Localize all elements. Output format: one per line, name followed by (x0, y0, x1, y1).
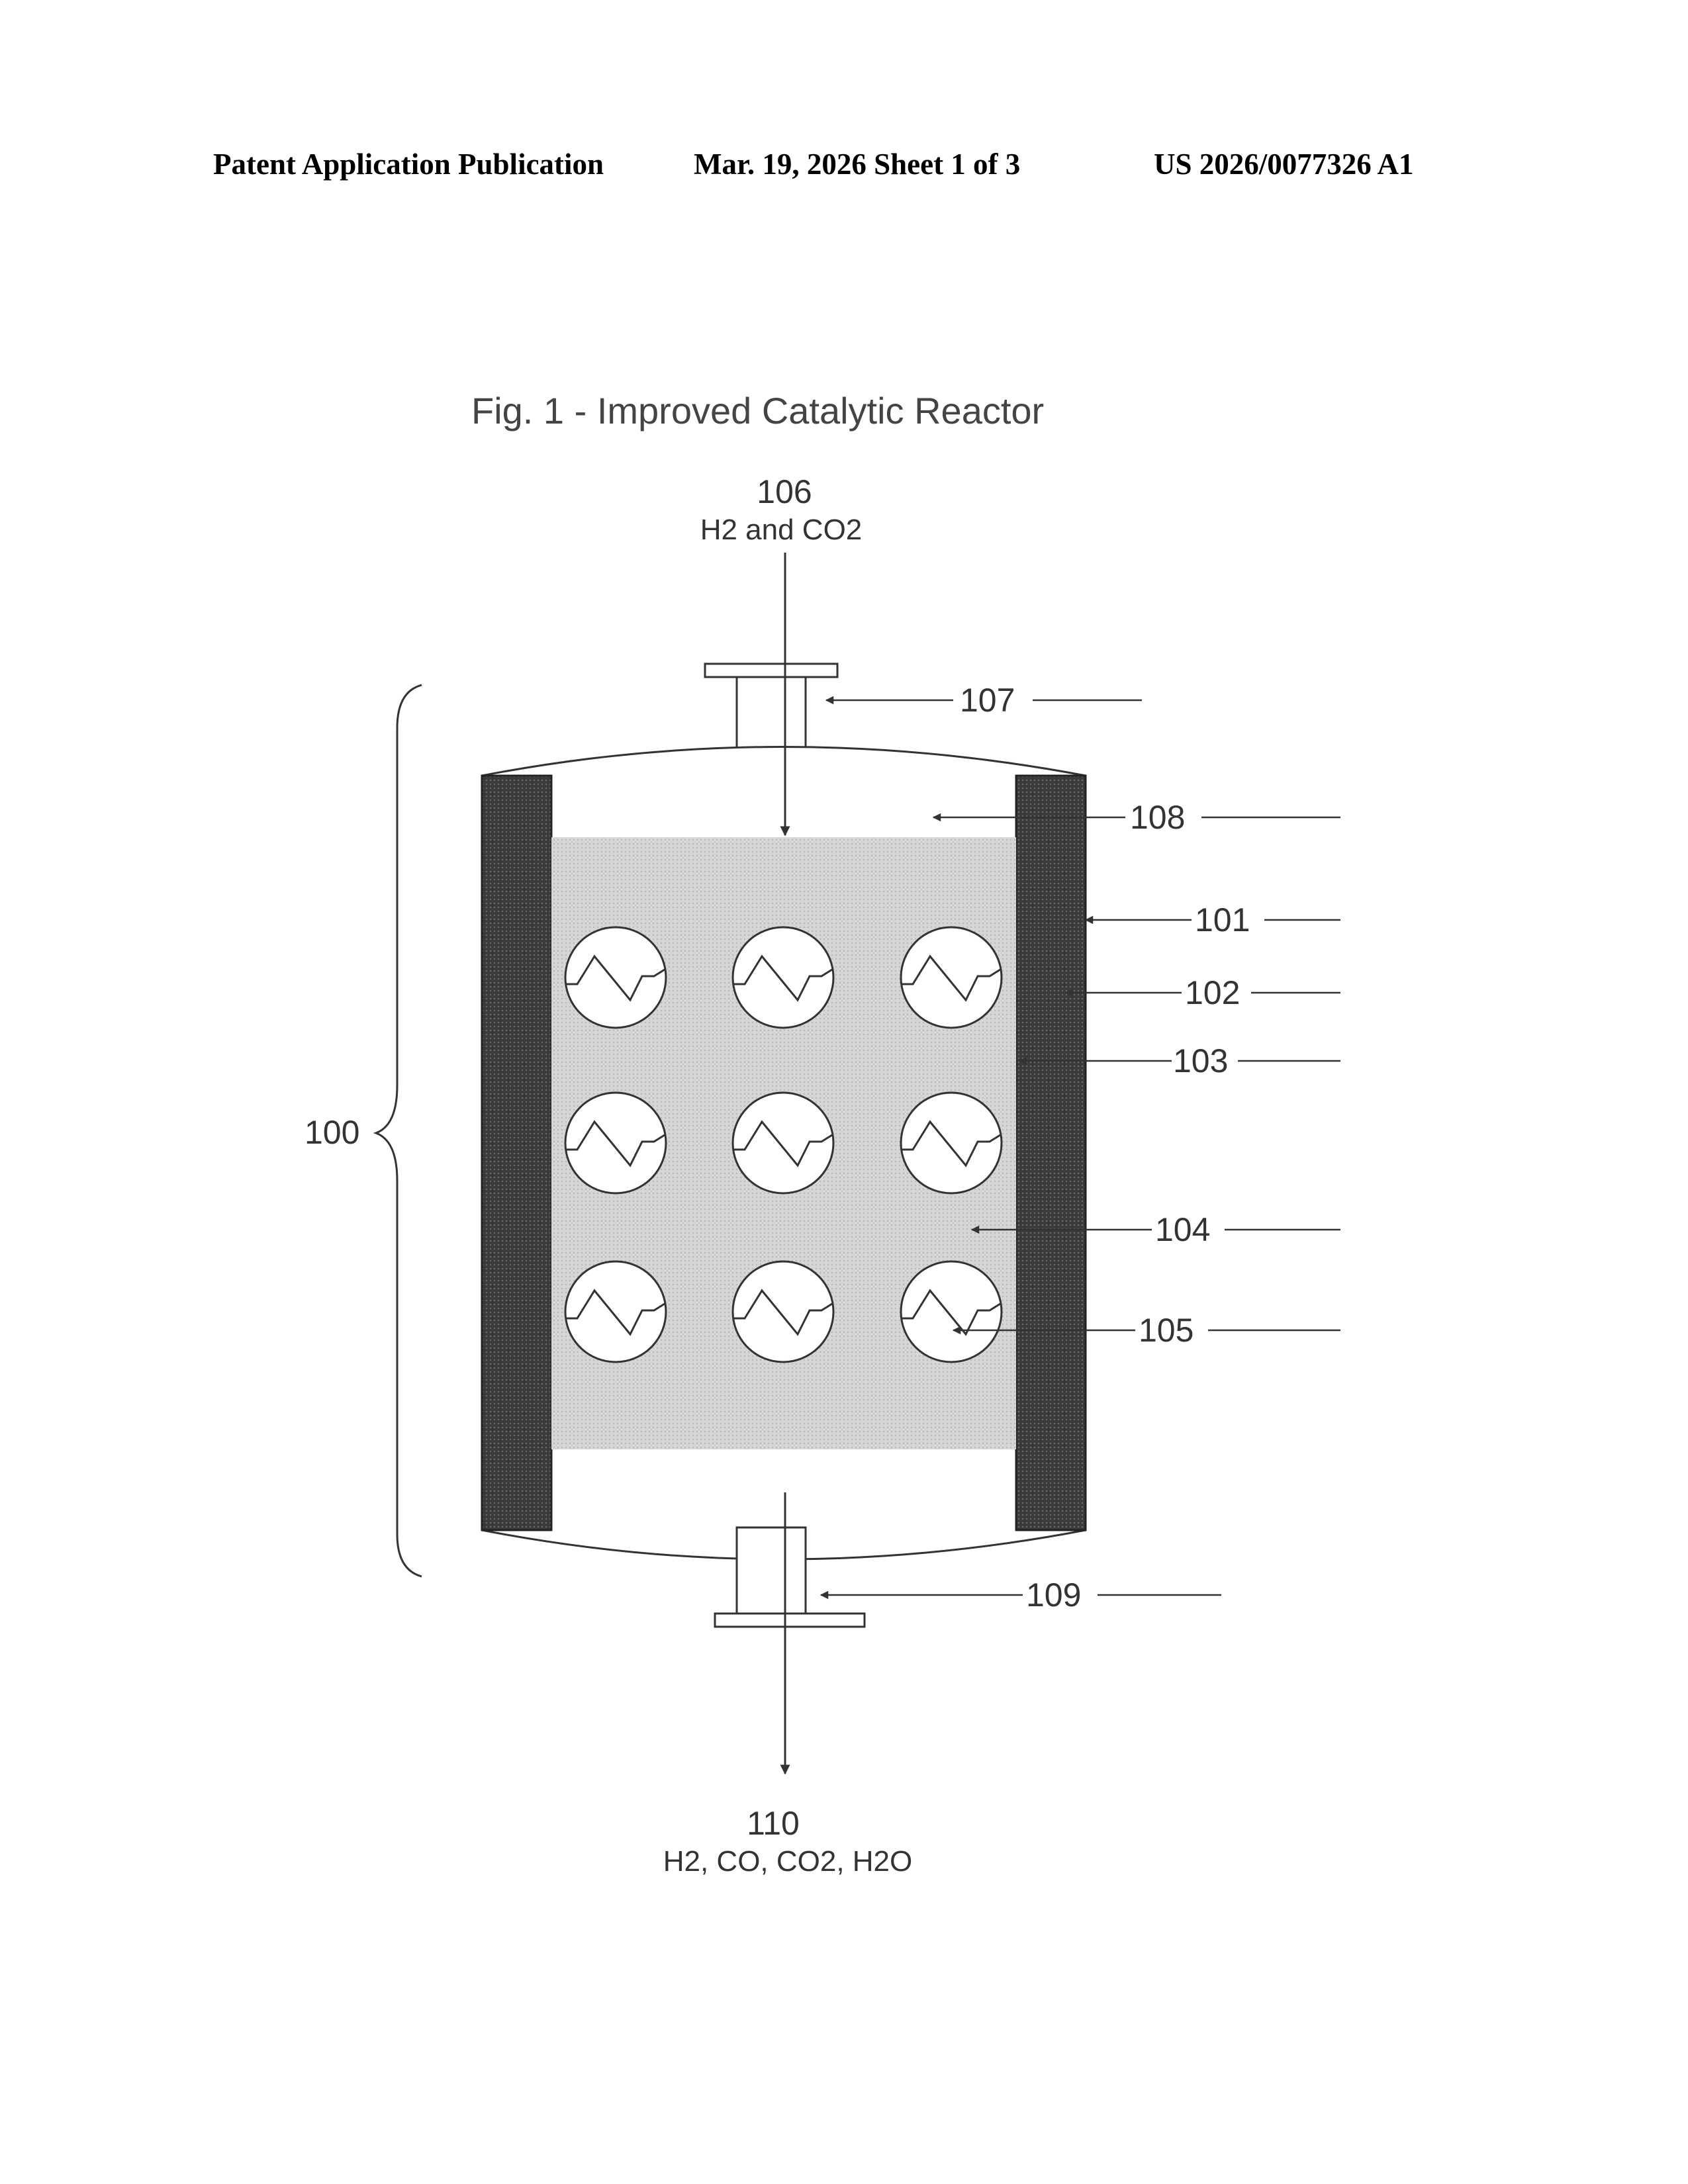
heat-element-icon (901, 1261, 1002, 1362)
leader-101: 101 (1086, 901, 1340, 938)
label-103: 103 (1173, 1042, 1228, 1079)
heat-element-icon (901, 1093, 1002, 1193)
label-104: 104 (1155, 1211, 1210, 1248)
heat-element-icon (565, 1261, 666, 1362)
left-wall (482, 776, 551, 1530)
heat-element-icon (733, 1261, 833, 1362)
right-wall (1016, 776, 1086, 1530)
heat-elements (565, 927, 1002, 1362)
leader-107: 107 (826, 682, 1142, 719)
label-100: 100 (305, 1114, 359, 1151)
heat-element-icon (733, 927, 833, 1028)
label-105: 105 (1139, 1312, 1194, 1349)
label-110: 110 (747, 1805, 800, 1842)
label-106: 106 (757, 473, 812, 510)
leader-109: 109 (821, 1576, 1221, 1614)
label-101: 101 (1195, 901, 1250, 938)
label-107: 107 (960, 682, 1015, 719)
reactor-brace (376, 685, 422, 1576)
label-102: 102 (1185, 974, 1240, 1011)
leader-102: 102 (1066, 974, 1340, 1011)
heat-element-icon (565, 1093, 666, 1193)
figure-title: Fig. 1 - Improved Catalytic Reactor (471, 390, 1044, 432)
inlet-gases-label: H2 and CO2 (700, 514, 863, 546)
label-109: 109 (1026, 1576, 1081, 1614)
heat-element-icon (565, 927, 666, 1028)
label-108: 108 (1130, 799, 1185, 836)
heat-element-icon (733, 1093, 833, 1193)
heat-element-icon (901, 927, 1002, 1028)
outlet-gases-label: H2, CO, CO2, H2O (663, 1845, 913, 1878)
